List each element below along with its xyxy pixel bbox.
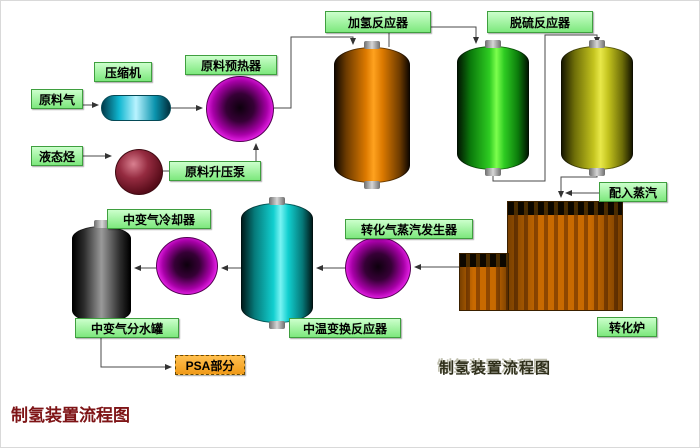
- label-steam-injection: 配入蒸汽: [599, 182, 667, 202]
- label-compressor: 压缩机: [94, 62, 152, 82]
- water-separator-vessel: [72, 226, 131, 323]
- hydrogenation-reactor-vessel: [334, 47, 410, 183]
- feed-preheater-exchanger: [206, 76, 274, 142]
- label-desulfurization-reactor: 脱硫反应器: [487, 11, 593, 33]
- pipe: [492, 34, 600, 182]
- medium-temp-shift-reactor-vessel: [241, 203, 313, 323]
- desulfurization-vessel-2: [561, 46, 633, 170]
- pipe: [388, 26, 479, 47]
- label-medium-temp-shift-reactor: 中温变换反应器: [289, 318, 401, 338]
- label-psa-section: PSA部分: [175, 355, 245, 375]
- desulfurization-vessel-1: [457, 46, 529, 170]
- shift-gas-cooler-exchanger: [156, 237, 218, 295]
- feed-booster-pump: [115, 149, 163, 195]
- reformer-furnace: [507, 201, 623, 311]
- compressor: [101, 95, 171, 121]
- watermark-text: 制氢装置流程图: [439, 360, 552, 377]
- label-water-separator: 中变气分水罐: [75, 318, 179, 338]
- label-steam-generator: 转化气蒸汽发生器: [345, 219, 473, 239]
- label-reformer-furnace: 转化炉: [597, 317, 657, 337]
- reformer-furnace-annex: [459, 253, 509, 311]
- label-shift-gas-cooler: 中变气冷却器: [107, 209, 211, 229]
- pipe: [274, 36, 356, 109]
- label-liquid-hydrocarbon: 液态烃: [31, 146, 83, 166]
- label-feed-preheater: 原料预热器: [185, 55, 277, 75]
- page-title: 制氢装置流程图: [11, 406, 130, 425]
- label-hydrogenation-reactor: 加氢反应器: [325, 11, 431, 33]
- label-feed-booster-pump: 原料升压泵: [169, 161, 261, 181]
- steam-generator-exchanger: [345, 237, 411, 299]
- label-raw-gas: 原料气: [31, 89, 83, 109]
